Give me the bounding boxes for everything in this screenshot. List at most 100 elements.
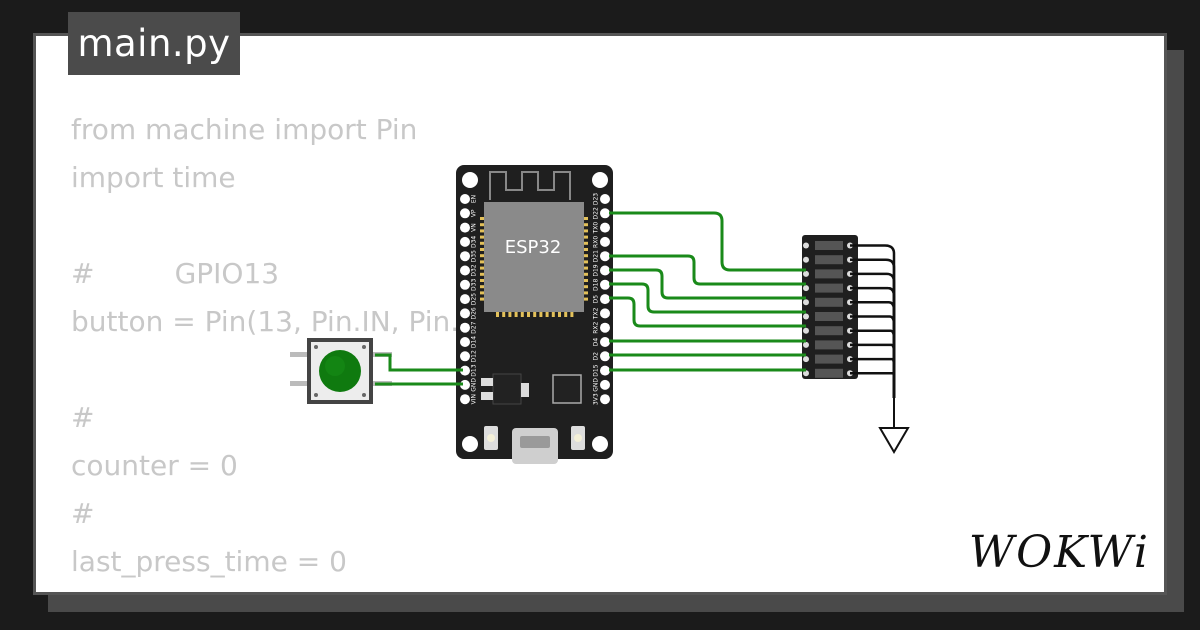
left-pin-vn[interactable] — [460, 222, 470, 233]
led-bar-graph[interactable] — [802, 235, 858, 379]
pin-label: D34 — [471, 236, 478, 248]
right-pin-tx2[interactable] — [600, 308, 610, 319]
wire-d21[interactable] — [609, 254, 806, 286]
regulator-tab — [521, 383, 529, 397]
right-pin-d21[interactable] — [600, 251, 610, 262]
pin-label: EN — [471, 195, 478, 203]
pin-label: D35 — [471, 250, 478, 262]
led-anode-pin — [803, 285, 809, 292]
left-pin-gnd[interactable] — [460, 379, 470, 390]
led-segment — [815, 269, 843, 279]
right-pin-d5[interactable] — [600, 294, 610, 305]
right-pin-header: D23D22TX0RX0D21D19D18D5TX2RX2D4D2D15GND3… — [593, 193, 610, 405]
right-pin-d2[interactable] — [600, 351, 610, 362]
left-pin-d32[interactable] — [460, 265, 470, 276]
right-pin-d4[interactable] — [600, 337, 610, 347]
pin-label: TX2 — [593, 307, 600, 320]
left-pin-d25[interactable] — [460, 294, 470, 305]
right-pin-rx0[interactable] — [600, 236, 610, 247]
wire-d22[interactable] — [609, 211, 806, 272]
pin-label: D5 — [593, 295, 600, 304]
left-pin-d13[interactable] — [460, 365, 470, 376]
left-pin-d33[interactable] — [460, 279, 470, 290]
wire-d18[interactable] — [609, 282, 806, 314]
pin-label: D33 — [471, 278, 478, 290]
pin-label: D19 — [593, 264, 600, 276]
led-wires — [609, 211, 806, 372]
wire-led-ground[interactable] — [850, 286, 896, 398]
left-pin-vp[interactable] — [460, 208, 470, 219]
code-line: # — [71, 401, 95, 434]
led-segment — [815, 283, 843, 293]
wire-d5[interactable] — [609, 296, 806, 328]
right-pin-tx0[interactable] — [600, 222, 610, 233]
esp32-board[interactable]: ESP32 ENVPVND34D35D32D33D25D26D27D14D12D… — [456, 165, 613, 464]
module-pads — [480, 217, 588, 317]
pin-label: D2 — [593, 352, 600, 361]
led-anode-pin — [803, 256, 809, 263]
led-segments — [803, 241, 853, 378]
wire-led-ground[interactable] — [850, 343, 896, 398]
right-pin-d18[interactable] — [600, 279, 610, 290]
code-line: from machine import Pin — [71, 113, 418, 146]
led-segment — [815, 312, 843, 321]
pin-label: D13 — [471, 364, 478, 376]
led-segment — [815, 255, 843, 265]
wire-led-ground[interactable] — [850, 357, 896, 398]
esp32-module — [484, 202, 584, 312]
regulator-tab — [481, 378, 493, 386]
push-button[interactable] — [290, 338, 392, 404]
pin-label: RX0 — [593, 236, 600, 248]
wire-d19[interactable] — [609, 268, 806, 300]
button-cap[interactable] — [319, 350, 361, 392]
led-anode-pin — [803, 327, 809, 334]
led-segment — [815, 354, 843, 364]
pin-label: VP — [471, 209, 478, 217]
right-pin-d23[interactable] — [600, 194, 610, 204]
wire-led-ground[interactable] — [850, 329, 896, 398]
wire-led-ground[interactable] — [850, 272, 896, 398]
left-pin-d27[interactable] — [460, 322, 470, 333]
right-pin-gnd[interactable] — [600, 379, 610, 390]
right-pin-d15[interactable] — [600, 365, 610, 376]
usb-serial-chip — [552, 374, 582, 404]
wire-led-ground[interactable] — [850, 315, 896, 399]
right-pin-3v3[interactable] — [600, 394, 610, 405]
led-segment — [815, 340, 843, 350]
left-pin-d26[interactable] — [460, 308, 470, 319]
pin-label: 3V3 — [593, 393, 600, 405]
wokwi-logo: WOKWi — [969, 527, 1150, 578]
wire-led-ground[interactable] — [850, 258, 896, 398]
left-pin-vin[interactable] — [460, 394, 470, 405]
right-pin-rx2[interactable] — [600, 322, 610, 333]
pin-label: D15 — [593, 364, 600, 376]
pin-label: D21 — [593, 250, 600, 262]
left-pin-d35[interactable] — [460, 251, 470, 262]
mount-hole — [462, 172, 478, 188]
micro-usb-opening — [520, 436, 550, 448]
led-anode-pin — [803, 313, 809, 320]
right-pin-d22[interactable] — [600, 208, 610, 219]
file-tab-main-py[interactable]: main.py — [68, 12, 240, 75]
mount-hole — [592, 436, 608, 452]
pin-label: D26 — [471, 307, 478, 319]
code-line: # GPIO13 — [71, 257, 280, 290]
pin-label: D18 — [593, 278, 600, 290]
antenna-trace — [489, 171, 571, 200]
wire-led-ground[interactable] — [850, 244, 896, 399]
code-line: import time — [71, 161, 236, 194]
pin-label: D23 — [593, 193, 600, 205]
code-line: last_press_time = 0 — [71, 545, 347, 578]
left-pin-d12[interactable] — [460, 351, 470, 362]
pin-label: D4 — [593, 338, 600, 347]
left-pin-en[interactable] — [460, 194, 470, 204]
wire-led-ground[interactable] — [850, 301, 896, 398]
left-pin-d14[interactable] — [460, 337, 470, 347]
left-pin-d34[interactable] — [460, 236, 470, 247]
voltage-regulator — [492, 373, 522, 405]
led-segment — [815, 241, 843, 250]
wire-led-ground[interactable] — [850, 372, 896, 398]
right-pin-d19[interactable] — [600, 265, 610, 276]
wire-button-d13[interactable] — [375, 353, 463, 372]
button-wires — [375, 353, 463, 386]
